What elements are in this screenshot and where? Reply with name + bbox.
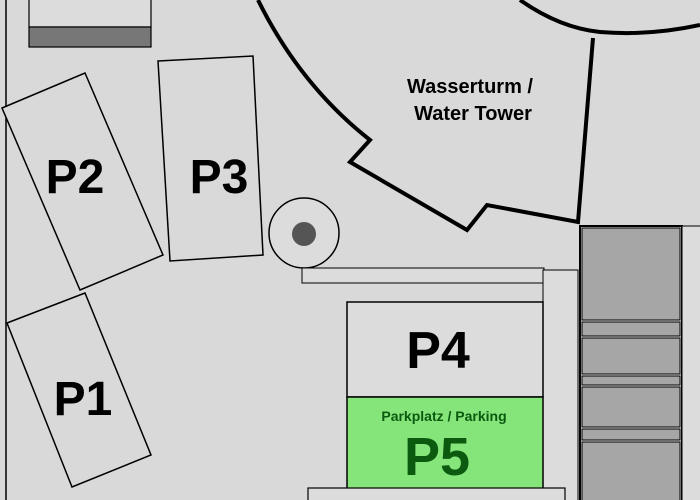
lot-p5-label: P5 xyxy=(404,427,470,487)
roundabout-center xyxy=(292,222,316,246)
lot-p1-label: P1 xyxy=(54,373,113,426)
lot-p5-caption: Parkplatz / Parking xyxy=(381,408,506,424)
water-tower-label-de: Wasserturm / xyxy=(407,76,533,98)
lot-p2-label: P2 xyxy=(46,151,105,204)
lot-p4-label: P4 xyxy=(406,322,470,380)
lot-p1[interactable]: P1 xyxy=(6,292,152,488)
walkway-right xyxy=(681,225,700,500)
lot-p2[interactable]: P2 xyxy=(1,72,164,291)
water-tower[interactable]: Wasserturm / Water Tower xyxy=(256,0,700,233)
building-row-right xyxy=(579,225,683,500)
lot-p3[interactable]: P3 xyxy=(157,55,264,262)
water-tower-label-en: Water Tower xyxy=(414,103,532,125)
strip-top-left xyxy=(28,26,152,48)
lot-p3-label: P3 xyxy=(190,151,249,204)
walkway-vertical xyxy=(542,269,579,500)
lot-p4[interactable]: P4 xyxy=(346,301,544,398)
walkway-horizontal xyxy=(301,267,545,284)
lot-p5[interactable]: Parkplatz / Parking P5 xyxy=(346,396,544,491)
building-top-left xyxy=(28,0,152,28)
building-bottom xyxy=(307,487,566,500)
